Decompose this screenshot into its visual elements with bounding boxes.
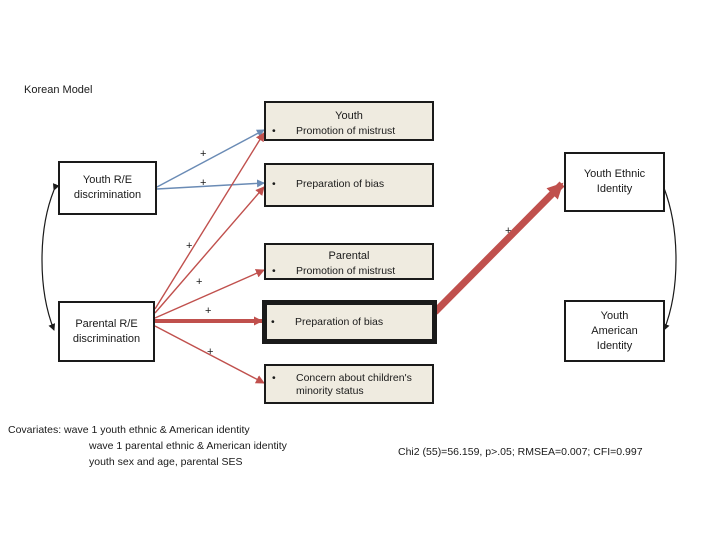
bullet-icon: • <box>271 316 275 328</box>
item-label: Concern about children's minority status <box>296 372 412 397</box>
item-label: Promotion of mistrust <box>296 125 396 137</box>
path-youthre-to-youth-bias <box>156 179 265 190</box>
item-label: Preparation of bias <box>296 178 385 190</box>
node-label: Youth R/E discrimination <box>73 174 142 201</box>
plus-sign: + <box>200 177 207 189</box>
model-title: Korean Model <box>24 84 93 96</box>
node-label: Parental R/E discrimination <box>72 317 141 345</box>
covariates-line-2: wave 1 parental ethnic & American identi… <box>89 440 287 452</box>
parental-group-header: Parental <box>328 250 370 262</box>
path-parentre-to-youth-bias <box>154 186 265 314</box>
path-parentre-to-parent-concern <box>154 325 265 384</box>
correlation-right <box>658 181 677 331</box>
bullet-icon: • <box>272 265 276 277</box>
parental-concern-box: • Concern about children's minority stat… <box>264 364 434 404</box>
plus-sign: + <box>186 240 193 252</box>
node-label: Youth American Identity <box>591 309 638 352</box>
youth-mistrust-box: Youth • Promotion of mistrust <box>264 101 434 141</box>
path-parentre-to-parent-mistrust <box>154 269 265 319</box>
bullet-icon: • <box>272 178 276 190</box>
covariates-line-3: youth sex and age, parental SES <box>89 456 243 468</box>
youth-ethnic-identity-node: Youth Ethnic Identity <box>564 152 665 212</box>
plus-sign: + <box>200 148 207 160</box>
parental-bias-box: • Preparation of bias <box>262 300 437 344</box>
plus-sign: + <box>207 346 214 358</box>
covariates-text: wave 1 youth ethnic & American identity <box>64 424 250 436</box>
plus-sign: + <box>205 305 212 317</box>
path-parentre-to-youth-mistrust <box>154 132 265 310</box>
youth-bias-box: • Preparation of bias <box>264 163 434 207</box>
covariates-label: Covariates: <box>8 424 62 436</box>
parental-re-discrimination-node: Parental R/E discrimination <box>58 301 155 362</box>
youth-re-discrimination-node: Youth R/E discrimination <box>58 161 157 215</box>
item-label: Preparation of bias <box>295 316 384 328</box>
node-label: Youth Ethnic Identity <box>583 168 646 195</box>
covariates-line-1: Covariates: wave 1 youth ethnic & Americ… <box>8 424 250 436</box>
parental-mistrust-box: Parental • Promotion of mistrust <box>264 243 434 280</box>
youth-american-identity-node: Youth American Identity <box>564 300 665 362</box>
plus-sign: + <box>196 276 203 288</box>
item-label: Promotion of mistrust <box>296 265 396 277</box>
path-parent-bias-to-youth-ethnic <box>432 181 565 315</box>
path-youthre-to-youth-mistrust <box>156 129 265 188</box>
plus-sign: + <box>505 225 512 237</box>
bullet-icon: • <box>272 372 276 384</box>
youth-group-header: Youth <box>335 110 363 122</box>
fit-statistics: Chi2 (55)=56.159, p>.05; RMSEA=0.007; CF… <box>398 446 643 458</box>
correlation-left <box>41 183 60 331</box>
bullet-icon: • <box>272 125 276 137</box>
